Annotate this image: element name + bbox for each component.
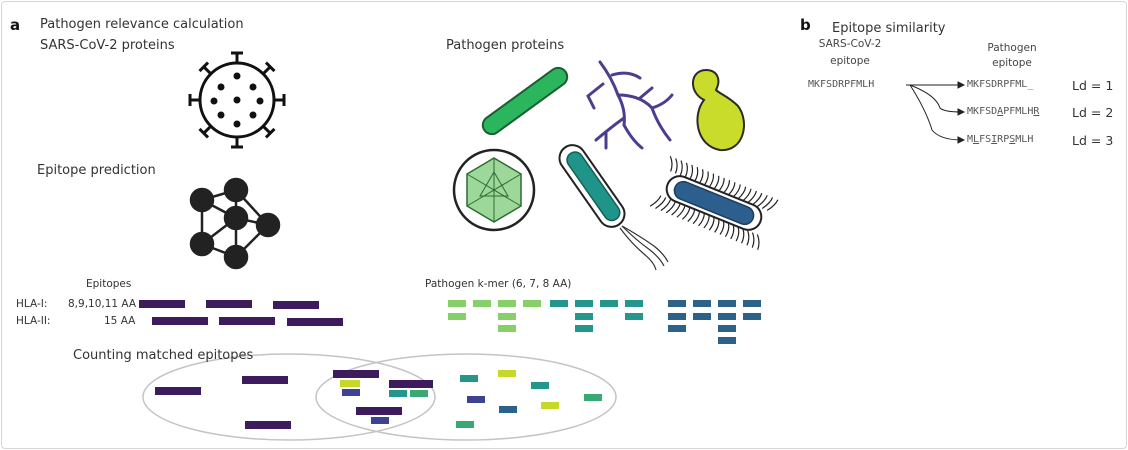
sequence-residue: F [979, 106, 986, 117]
target-sequence-3: MLFSIRPSMLH [967, 134, 1033, 145]
sequence-residue: M [967, 134, 974, 145]
panel-a-label: a [10, 16, 21, 34]
sequence-residue: L [1021, 79, 1028, 90]
sequence-residue: M [1015, 106, 1022, 117]
sequence-residue: R [1033, 106, 1040, 117]
levenshtein-distance-3: Ld = 3 [1072, 133, 1114, 148]
title-sars-cov-2-proteins: SARS-CoV-2 proteins [40, 38, 175, 53]
fungal-hyphae-icon [586, 60, 674, 150]
kmer-bars [448, 300, 761, 344]
similarity-arrows [906, 81, 966, 144]
hla1-label: HLA-I: [16, 298, 48, 310]
venn-overlap-bars [333, 370, 433, 424]
sequence-residue: L [1021, 106, 1028, 117]
hla2-label: HLA-II: [16, 315, 51, 327]
epitope-bars [139, 300, 343, 326]
panel-b-label: b [800, 16, 811, 34]
sequence-residue: F [1009, 79, 1016, 90]
sequence-residue: _ [1027, 79, 1034, 90]
source-header-line1: SARS-CoV-2 [818, 38, 882, 50]
sequence-residue: R [997, 134, 1004, 145]
sequence-residue: H [1027, 106, 1034, 117]
sequence-residue: S [985, 79, 992, 90]
venn-left-bars [155, 376, 291, 429]
sequence-residue: R [997, 79, 1004, 90]
hla1-lengths: 8,9,10,11 AA [68, 298, 137, 310]
sequence-residue: L [973, 134, 980, 145]
levenshtein-distance-2: Ld = 2 [1072, 105, 1114, 120]
neural-network-icon [189, 177, 281, 270]
sequence-residue: P [1003, 134, 1010, 145]
title-epitope-prediction: Epitope prediction [37, 163, 156, 178]
rod-bacterium-icon [481, 66, 569, 136]
target-header-line2: epitope [992, 57, 1032, 69]
epitopes-header: Epitopes [86, 278, 132, 290]
target-header-line1: Pathogen [987, 42, 1037, 54]
hla2-lengths: 15 AA [104, 315, 136, 327]
sequence-residue: F [979, 134, 986, 145]
source-sequence: MKFSDRPFMLH [808, 79, 875, 90]
sequence-residue: L [1021, 134, 1028, 145]
title-counting-matched-epitopes: Counting matched epitopes [73, 348, 254, 363]
sequence-residue: P [1003, 79, 1010, 90]
sequence-residue: F [1009, 106, 1016, 117]
title-pathogen-proteins: Pathogen proteins [446, 38, 565, 53]
sequence-residue: D [991, 79, 998, 90]
title-pathogen-relevance: Pathogen relevance calculation [40, 17, 244, 32]
sequence-residue: M [967, 106, 974, 117]
sequence-residue: K [973, 106, 980, 117]
source-header-line2: epitope [830, 55, 870, 67]
sequence-residue: P [1003, 106, 1010, 117]
levenshtein-distance-1: Ld = 1 [1072, 78, 1114, 93]
sequence-residue: F [979, 79, 986, 90]
sequence-residue: H [1027, 134, 1034, 145]
sequence-residue: S [985, 134, 992, 145]
sequence-residue: D [991, 106, 998, 117]
sequence-residue: A [997, 106, 1004, 117]
yeast-icon [692, 68, 745, 152]
sequence-residue: S [985, 106, 992, 117]
venn-right-bars [456, 370, 602, 428]
icosahedral-virus-icon [452, 148, 536, 232]
kmer-header: Pathogen k-mer (6, 7, 8 AA) [425, 278, 572, 290]
target-sequence-2: MKFSDAPFMLHR [967, 106, 1039, 117]
sequence-residue: S [1009, 134, 1016, 145]
sequence-residue: M [967, 79, 974, 90]
sequence-residue: M [1015, 134, 1022, 145]
sequence-residue: I [991, 134, 998, 145]
title-epitope-similarity: Epitope similarity [832, 21, 946, 36]
sequence-residue: K [973, 79, 980, 90]
venn-diagram [142, 353, 617, 441]
target-sequence-1: MKFSDRPFML_ [967, 79, 1033, 90]
virus-icon [188, 51, 286, 149]
ciliated-bacterium-icon [649, 156, 779, 250]
flagellated-bacillus-icon [558, 144, 669, 271]
sequence-residue: M [1015, 79, 1022, 90]
